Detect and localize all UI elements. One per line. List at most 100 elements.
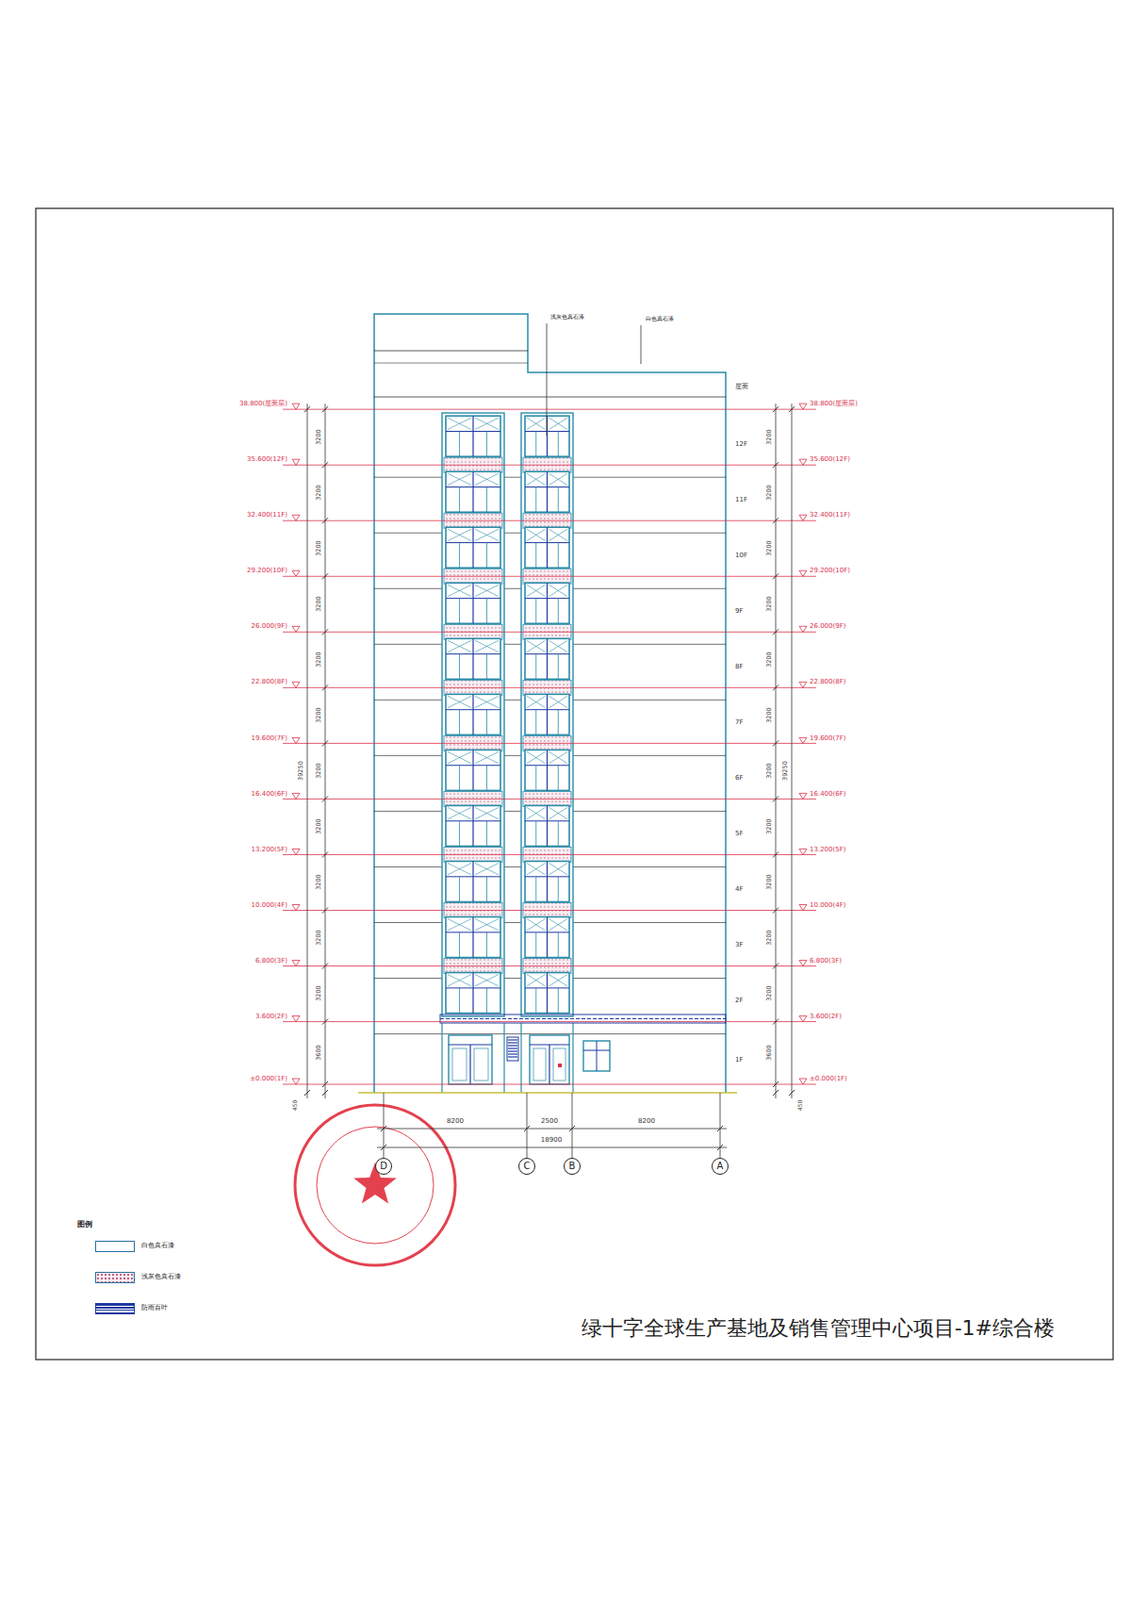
window-mullion bbox=[596, 1040, 598, 1071]
level-marker bbox=[292, 904, 300, 911]
level-label: 26.000(9F) bbox=[808, 622, 847, 631]
window-frame bbox=[524, 804, 570, 846]
floor-name: 屋面 bbox=[734, 383, 750, 392]
dimension-tick bbox=[772, 628, 779, 635]
window-mullion bbox=[486, 654, 488, 680]
window-mullion bbox=[472, 526, 474, 568]
level-label: ±0.000(1F) bbox=[248, 1075, 289, 1083]
window-strip bbox=[521, 412, 574, 1017]
casement-mark bbox=[526, 417, 546, 429]
dimension-tick bbox=[322, 628, 328, 635]
casement-mark bbox=[447, 918, 472, 931]
legend-swatch bbox=[95, 1240, 135, 1252]
ground-window bbox=[583, 1040, 610, 1071]
level-marker bbox=[799, 403, 807, 410]
level-label: 6.800(3F) bbox=[808, 957, 843, 966]
level-label: 32.400(11F) bbox=[808, 511, 852, 520]
level-label: 19.600(7F) bbox=[250, 735, 289, 743]
dimension-tick bbox=[772, 851, 779, 857]
window-mullion bbox=[535, 932, 537, 958]
window-mullion bbox=[458, 598, 460, 624]
level-marker bbox=[292, 570, 300, 576]
window-mullion bbox=[535, 765, 537, 791]
dimension-tick bbox=[788, 1089, 795, 1096]
axis-bubble: B bbox=[563, 1157, 581, 1175]
strip-edge bbox=[503, 1022, 505, 1093]
axis-letter: D bbox=[379, 1161, 388, 1171]
official-stamp bbox=[295, 1104, 456, 1265]
level-line bbox=[282, 1083, 817, 1085]
casement-mark bbox=[526, 806, 546, 819]
window-mullion bbox=[472, 415, 474, 457]
casement-mark bbox=[549, 751, 569, 763]
window-mullion bbox=[535, 542, 537, 569]
dimension-tick bbox=[772, 461, 779, 468]
level-label: 16.400(6F) bbox=[250, 790, 289, 799]
sheet-frame bbox=[35, 208, 1114, 1360]
casement-mark bbox=[475, 417, 499, 429]
casement-mark bbox=[526, 695, 546, 707]
window-mullion bbox=[486, 542, 488, 569]
casement-mark bbox=[549, 751, 569, 763]
door-frame bbox=[448, 1034, 492, 1084]
dimension-tick bbox=[772, 963, 779, 969]
level-label: 16.400(6F) bbox=[808, 790, 847, 799]
window-mullion bbox=[557, 709, 559, 736]
casement-mark bbox=[549, 584, 569, 596]
window-mullion bbox=[486, 987, 488, 1014]
dimension-text: 8200 bbox=[637, 1117, 656, 1126]
level-label: 10.000(4F) bbox=[250, 901, 289, 910]
window-mullion bbox=[458, 542, 460, 569]
level-line bbox=[282, 520, 817, 522]
casement-mark bbox=[447, 751, 472, 763]
window-frame bbox=[445, 972, 501, 1014]
level-marker bbox=[799, 960, 807, 967]
window-mullion bbox=[546, 860, 548, 902]
window-mullion bbox=[557, 654, 559, 680]
window-mullion bbox=[557, 820, 559, 847]
dimension-tick bbox=[322, 406, 328, 412]
level-line bbox=[282, 742, 817, 744]
casement-mark bbox=[549, 918, 569, 931]
dimension-tick bbox=[772, 1089, 779, 1096]
casement-mark bbox=[526, 806, 546, 819]
window-mullion bbox=[472, 638, 474, 679]
louvre-blade bbox=[508, 1038, 518, 1040]
floor-name: 6F bbox=[734, 774, 744, 783]
casement-mark bbox=[526, 584, 546, 596]
level-marker bbox=[292, 792, 300, 799]
parapet-line bbox=[374, 362, 528, 364]
dimension-tick bbox=[772, 795, 779, 802]
casement-mark bbox=[526, 417, 546, 429]
window-mullion bbox=[557, 932, 559, 958]
window-mullion bbox=[546, 638, 548, 679]
casement-mark bbox=[549, 862, 569, 874]
window-mullion bbox=[535, 430, 537, 457]
door-split bbox=[548, 1044, 550, 1084]
casement-mark bbox=[526, 862, 546, 874]
floor-name: 5F bbox=[734, 830, 744, 838]
dimension-tick bbox=[322, 1081, 328, 1087]
casement-mark bbox=[549, 417, 569, 429]
casement-mark bbox=[475, 584, 499, 596]
window-frame bbox=[524, 526, 570, 568]
casement-mark bbox=[475, 862, 499, 874]
level-marker bbox=[799, 1078, 807, 1084]
window-mullion bbox=[458, 932, 460, 958]
leader-line bbox=[546, 323, 548, 436]
building-outline bbox=[374, 313, 726, 1093]
window-frame bbox=[524, 582, 570, 623]
window-frame bbox=[445, 415, 501, 457]
louvre-blade bbox=[508, 1047, 518, 1049]
level-marker bbox=[799, 1016, 807, 1022]
floor-name: 11F bbox=[734, 496, 749, 505]
dimension-line bbox=[377, 1128, 727, 1130]
dimension-tick bbox=[322, 1018, 328, 1025]
dimension-text: 18900 bbox=[540, 1136, 563, 1145]
canopy-line bbox=[440, 1017, 726, 1019]
dimension-tick bbox=[322, 517, 328, 524]
casement-mark bbox=[475, 751, 499, 763]
strip-edge bbox=[441, 1022, 443, 1093]
dimension-tick bbox=[772, 684, 779, 690]
